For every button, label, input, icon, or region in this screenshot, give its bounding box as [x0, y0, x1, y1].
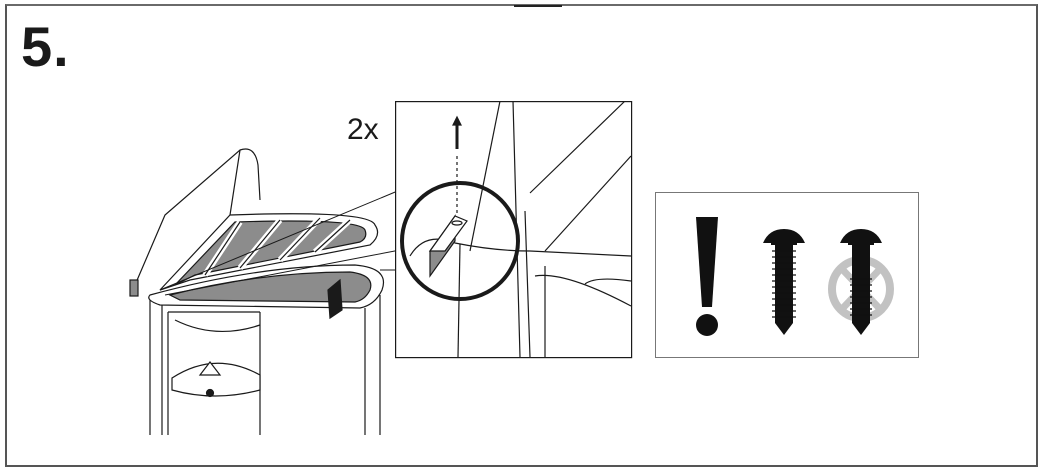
- quantity-label: 2x: [347, 113, 379, 146]
- warning-panel: [655, 192, 919, 358]
- exclamation-icon: [696, 217, 718, 336]
- detail-closeup-panel: [395, 101, 633, 359]
- magnify-circle: [400, 181, 520, 301]
- step-number: 5.: [21, 15, 70, 78]
- frame-top-tab: [514, 5, 562, 7]
- wrong-screw-icon: [828, 229, 894, 335]
- correct-screw-icon: [763, 229, 805, 335]
- appliance-illustration: [129, 148, 401, 435]
